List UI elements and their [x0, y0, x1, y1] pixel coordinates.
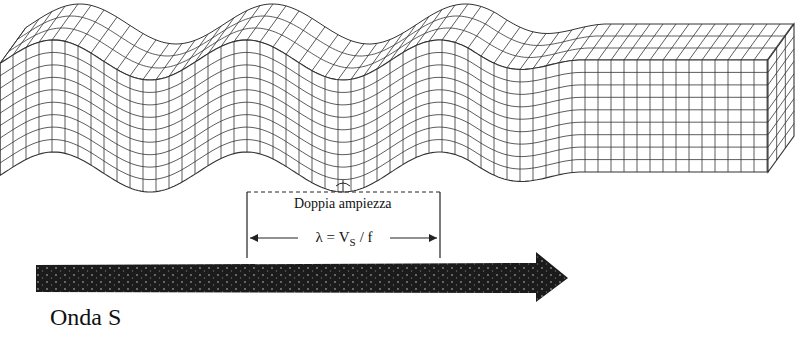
- block-grid: [0, 4, 793, 80]
- wavelength-formula: / f: [360, 228, 373, 246]
- wavelength-formula: λ = V: [315, 228, 349, 246]
- deformed-block: [0, 4, 794, 192]
- amplitude-label: Doppia ampiezza: [292, 196, 394, 213]
- block-grid: [0, 40, 768, 192]
- dimension-arrowhead: [250, 234, 258, 242]
- wave-name: Onda S: [50, 303, 121, 332]
- block-grid: [768, 36, 794, 160]
- block-grid: [768, 24, 794, 172]
- formula-group: λ = VS / f: [298, 228, 390, 246]
- block-grid: [0, 40, 768, 192]
- wavelength-subscript: S: [350, 236, 356, 249]
- amplitude-tick: [336, 180, 350, 192]
- bracket-line: [246, 192, 247, 258]
- propagation-arrow: [36, 252, 568, 302]
- dimension-arrowhead: [429, 234, 437, 242]
- bracket-line: [439, 192, 440, 258]
